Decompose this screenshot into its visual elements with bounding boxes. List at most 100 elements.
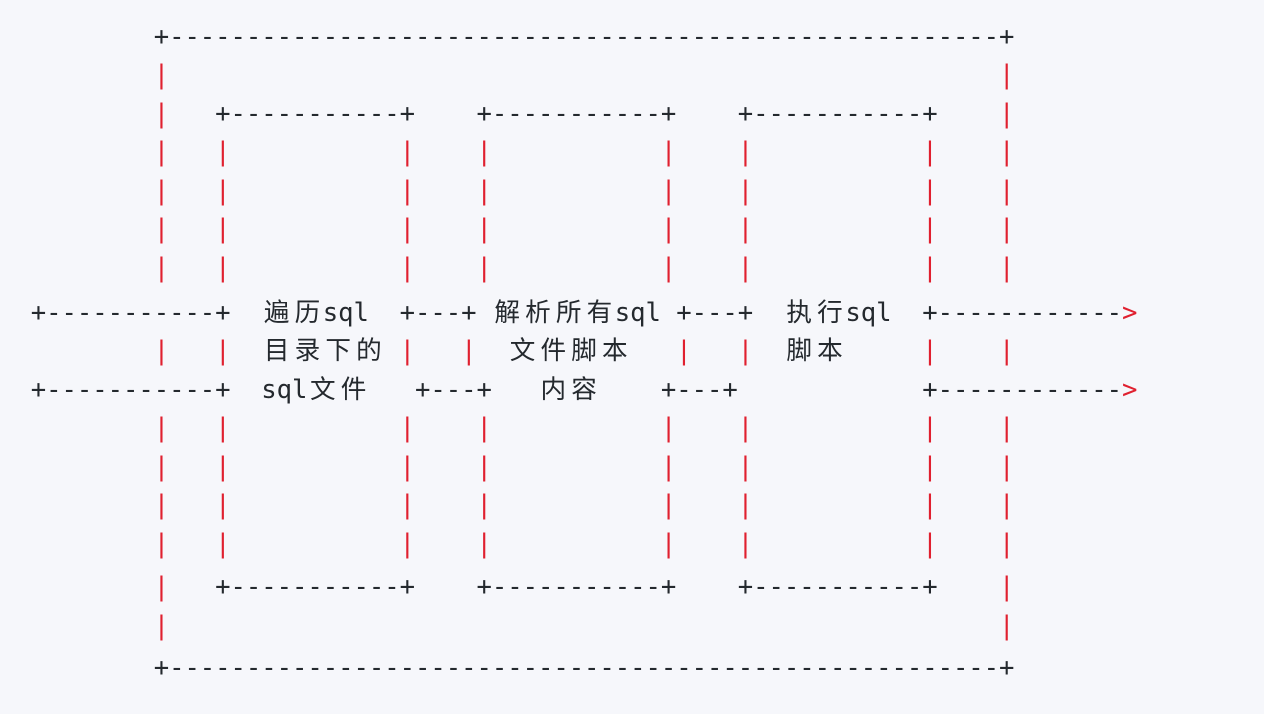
- horizontal-dash-glyph: -: [860, 653, 877, 683]
- vertical-pipe-glyph: |: [476, 452, 492, 482]
- horizontal-dash-glyph: -: [968, 375, 984, 405]
- vertical-pipe-glyph: |: [399, 529, 416, 559]
- horizontal-dash-glyph: -: [537, 572, 554, 602]
- vertical-pipe-glyph: |: [999, 572, 1015, 602]
- horizontal-dash-glyph: -: [353, 99, 369, 129]
- horizontal-dash-glyph: -: [322, 653, 339, 683]
- horizontal-dash-glyph: -: [476, 22, 492, 52]
- label-char: 件: [540, 336, 567, 366]
- horizontal-dash-glyph: -: [753, 653, 769, 683]
- label-char: 内: [540, 375, 567, 405]
- vertical-pipe-glyph: |: [215, 137, 231, 167]
- horizontal-dash-glyph: -: [753, 22, 769, 52]
- vertical-pipe-glyph: |: [153, 137, 170, 167]
- horizontal-dash-glyph: -: [599, 653, 615, 683]
- horizontal-dash-glyph: -: [568, 572, 585, 602]
- horizontal-dash-glyph: -: [983, 22, 1000, 52]
- vertical-pipe-glyph: |: [737, 253, 754, 283]
- vertical-pipe-glyph: |: [999, 60, 1015, 90]
- horizontal-dash-glyph: -: [261, 572, 277, 602]
- horizontal-dash-glyph: -: [630, 99, 646, 129]
- horizontal-dash-glyph: -: [307, 99, 323, 129]
- horizontal-dash-glyph: -: [1029, 375, 1046, 405]
- corner-plus-glyph: +: [399, 99, 416, 129]
- horizontal-dash-glyph: -: [476, 653, 492, 683]
- horizontal-dash-glyph: -: [1075, 375, 1092, 405]
- horizontal-dash-glyph: -: [414, 22, 431, 52]
- arrowhead-icon: >: [1122, 375, 1138, 405]
- horizontal-dash-glyph: -: [599, 99, 615, 129]
- vertical-pipe-glyph: |: [999, 214, 1015, 244]
- vertical-pipe-glyph: |: [660, 137, 677, 167]
- horizontal-dash-glyph: -: [983, 653, 1000, 683]
- horizontal-dash-glyph: -: [461, 375, 477, 405]
- vertical-pipe-glyph: |: [153, 60, 170, 90]
- corner-plus-glyph: +: [461, 298, 477, 328]
- horizontal-dash-glyph: -: [276, 22, 293, 52]
- horizontal-dash-glyph: -: [292, 99, 308, 129]
- horizontal-dash-glyph: -: [891, 99, 907, 129]
- horizontal-dash-glyph: -: [1045, 375, 1061, 405]
- vertical-pipe-glyph: |: [660, 214, 677, 244]
- vertical-pipe-glyph: |: [399, 214, 416, 244]
- horizontal-dash-glyph: -: [153, 375, 170, 405]
- label-char: 有: [586, 298, 613, 328]
- horizontal-dash-glyph: -: [230, 572, 246, 602]
- corner-plus-glyph: +: [215, 99, 231, 129]
- horizontal-dash-glyph: -: [691, 298, 708, 328]
- vertical-pipe-glyph: |: [999, 490, 1015, 520]
- horizontal-dash-glyph: -: [707, 22, 723, 52]
- vertical-pipe-glyph: |: [922, 413, 938, 443]
- vertical-pipe-glyph: |: [737, 176, 754, 206]
- label-char: 文: [309, 375, 336, 405]
- horizontal-dash-glyph: -: [753, 99, 769, 129]
- label-char: 录: [294, 336, 321, 366]
- horizontal-dash-glyph: -: [845, 99, 861, 129]
- horizontal-dash-glyph: -: [184, 653, 200, 683]
- vertical-pipe-glyph: |: [999, 253, 1015, 283]
- horizontal-dash-glyph: -: [799, 653, 815, 683]
- horizontal-dash-glyph: -: [584, 572, 600, 602]
- horizontal-dash-glyph: -: [676, 653, 692, 683]
- horizontal-dash-glyph: -: [122, 298, 139, 328]
- vertical-pipe-glyph: |: [215, 490, 231, 520]
- horizontal-dash-glyph: -: [860, 22, 877, 52]
- vertical-pipe-glyph: |: [922, 137, 938, 167]
- horizontal-dash-glyph: -: [522, 22, 538, 52]
- horizontal-dash-glyph: -: [906, 653, 923, 683]
- horizontal-dash-glyph: -: [430, 298, 446, 328]
- horizontal-dash-glyph: -: [384, 572, 400, 602]
- horizontal-dash-glyph: -: [322, 22, 339, 52]
- horizontal-dash-glyph: -: [338, 22, 354, 52]
- horizontal-dash-glyph: -: [199, 375, 216, 405]
- vertical-pipe-glyph: |: [153, 336, 170, 366]
- vertical-pipe-glyph: |: [153, 529, 170, 559]
- horizontal-dash-glyph: -: [307, 572, 323, 602]
- vertical-pipe-glyph: |: [153, 99, 170, 129]
- horizontal-dash-glyph: -: [199, 653, 216, 683]
- corner-plus-glyph: +: [153, 22, 170, 52]
- horizontal-dash-glyph: -: [676, 375, 692, 405]
- horizontal-dash-glyph: -: [906, 22, 923, 52]
- horizontal-dash-glyph: -: [937, 653, 953, 683]
- horizontal-dash-glyph: -: [215, 653, 231, 683]
- vertical-pipe-glyph: |: [215, 529, 231, 559]
- horizontal-dash-glyph: -: [891, 572, 907, 602]
- corner-plus-glyph: +: [737, 99, 754, 129]
- horizontal-dash-glyph: -: [230, 22, 246, 52]
- horizontal-dash-glyph: -: [952, 22, 969, 52]
- horizontal-dash-glyph: -: [553, 572, 569, 602]
- vertical-pipe-glyph: |: [153, 572, 170, 602]
- label-char: 容: [571, 375, 597, 405]
- vertical-pipe-glyph: |: [399, 336, 416, 366]
- horizontal-dash-glyph: -: [414, 298, 431, 328]
- horizontal-dash-glyph: -: [384, 22, 400, 52]
- horizontal-dash-glyph: -: [768, 653, 784, 683]
- horizontal-dash-glyph: -: [799, 572, 815, 602]
- horizontal-dash-glyph: -: [491, 22, 508, 52]
- horizontal-dash-glyph: -: [92, 298, 108, 328]
- ascii-row: +---------------------------------------…: [0, 649, 1264, 687]
- horizontal-dash-glyph: -: [322, 572, 339, 602]
- vertical-pipe-glyph: |: [737, 413, 754, 443]
